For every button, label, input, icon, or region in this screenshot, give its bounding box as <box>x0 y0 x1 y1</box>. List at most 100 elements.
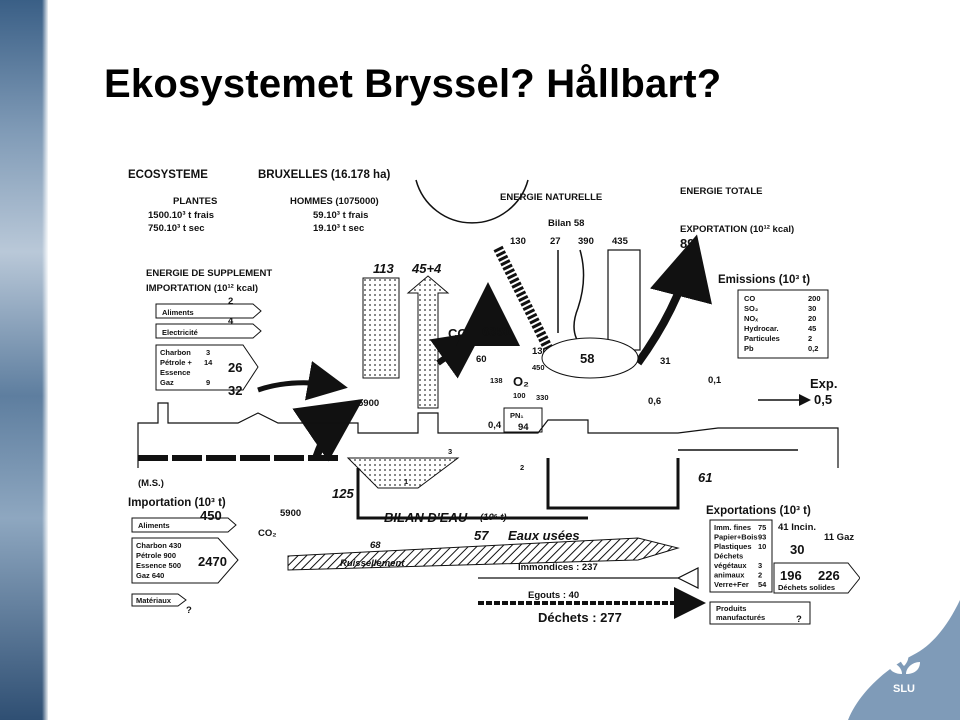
export-89: 89 <box>680 236 694 251</box>
water-basin <box>346 457 460 489</box>
exp-value: 0,5 <box>814 392 832 407</box>
export-226: 226 <box>818 568 840 583</box>
nat-390: 390 <box>578 236 594 247</box>
petrole-label: Pétrole + <box>160 358 193 367</box>
exportations-title: Exportations (10³ t) <box>706 505 811 517</box>
hommes-frais: 59.10³ t frais <box>313 210 368 221</box>
export-dechets-solides: Déchets solides <box>778 583 835 592</box>
export-row-name: Déchets <box>714 552 743 561</box>
ruissellement-label: Ruissellement <box>340 558 405 569</box>
charbon-label: Charbon <box>160 348 191 357</box>
supplement-title: ENERGIE DE SUPPLEMENT <box>146 268 272 279</box>
flow-100: 100 <box>513 391 526 400</box>
flow-5900: 5900 <box>358 398 379 409</box>
export-row-value: 93 <box>758 533 766 542</box>
importation-kcal: IMPORTATION (10¹² kcal) <box>146 283 258 294</box>
radiation-ladder <box>493 245 553 351</box>
produits-box <box>709 601 811 625</box>
flow-58: 58 <box>580 351 594 366</box>
import-gaz: Gaz 640 <box>136 571 164 580</box>
fuel-arrow <box>155 344 259 391</box>
export-row-value: 3 <box>758 561 762 570</box>
nat-wave-390 <box>573 249 585 349</box>
import-materiaux-arrow <box>131 593 187 607</box>
flow-138: 138 <box>490 376 503 385</box>
export-row-name: végétaux <box>714 561 747 570</box>
pn-box <box>503 407 543 433</box>
exp-label: Exp. <box>810 376 837 391</box>
export-row-value: 2 <box>758 571 762 580</box>
emission-value: 2 <box>808 334 812 343</box>
import-aliments-arrow <box>131 517 237 533</box>
export-196: 196 <box>780 568 802 583</box>
slu-text: SLU <box>893 683 915 695</box>
export-row-name: Papier+Bois <box>714 533 758 542</box>
flow-57: 57 <box>474 528 489 543</box>
import-petrole: Pétrole 900 <box>136 551 176 560</box>
energie-naturelle-title: ENERGIE NATURELLE <box>500 192 602 203</box>
plantes-frais: 1500.10³ t frais <box>148 210 214 221</box>
petrole-value: 14 <box>204 358 213 367</box>
exportation-label: EXPORTATION (10¹² kcal) <box>680 224 794 235</box>
charbon-value: 3 <box>206 348 210 357</box>
flow-450: 450 <box>532 363 545 372</box>
emission-name: Hydrocar. <box>744 324 779 333</box>
ruissellement-arrow <box>287 537 680 571</box>
import-charbon: Charbon 430 <box>136 541 181 550</box>
export-incin: 41 Incin. <box>778 522 816 533</box>
flow-6350: 6350 <box>482 324 511 339</box>
flow-61: 61 <box>698 470 712 485</box>
slide-title: Ekosystemet Bryssel? Hållbart? <box>104 62 722 106</box>
pn-label: PN₁ <box>510 411 524 420</box>
nat-435: 435 <box>612 236 629 247</box>
produits-q: ? <box>796 614 802 625</box>
flow-330: 330 <box>536 393 549 402</box>
leaf-left-icon <box>888 662 902 674</box>
nat-27: 27 <box>550 236 561 247</box>
export-row-name: Verre+Fer <box>714 580 749 589</box>
export-row-name: Imm. fines <box>714 523 751 532</box>
import-aliments-label: Aliments <box>138 521 170 530</box>
import-essence: Essence 500 <box>136 561 181 570</box>
flow-60: 60 <box>476 354 487 365</box>
electricite-value: 4 <box>228 316 234 327</box>
manufactures-label: manufacturés <box>716 613 765 622</box>
slu-logo: SLU <box>848 600 960 720</box>
decorative-side-strip <box>0 0 48 720</box>
flow-113: 113 <box>373 261 394 276</box>
export-row-name: animaux <box>714 571 745 580</box>
egouts-label: Egouts : 40 <box>528 590 579 601</box>
energie-totale-title: ENERGIE TOTALE <box>680 186 763 197</box>
export-row-value: 75 <box>758 523 766 532</box>
aliments-label: Aliments <box>162 308 194 317</box>
produits-label: Produits <box>716 604 746 613</box>
flow-0-4: 0,4 <box>488 420 502 431</box>
emissions-table <box>737 289 829 359</box>
flow-3: 3 <box>448 447 452 456</box>
import-co2-label: CO₂ <box>258 528 276 539</box>
bilan-unit: (10⁶ t) <box>480 512 507 523</box>
flow-1: 1 <box>404 477 408 486</box>
export-gaz: 11 Gaz <box>824 532 854 543</box>
ecosystem-diagram: ECOSYSTEME BRUXELLES (16.178 ha) PLANTES… <box>128 169 860 625</box>
flow-130: 130 <box>532 346 548 357</box>
electricite-label: Electricité <box>162 328 198 337</box>
water-pipe <box>356 468 588 520</box>
plantes-sec: 750.10³ t sec <box>148 223 205 234</box>
sewer-box <box>546 458 680 510</box>
nat-130: 130 <box>510 236 526 247</box>
emission-name: Pb <box>744 344 754 353</box>
nat-column-435 <box>607 249 641 351</box>
flow-2: 2 <box>520 463 524 472</box>
emission-value: 0,2 <box>808 344 818 353</box>
o2-label: O₂ <box>513 374 529 389</box>
aliments-arrow <box>155 303 262 319</box>
leaf-right-icon <box>906 662 920 674</box>
hommes-title: HOMMES (1075000) <box>290 196 379 207</box>
import-co2-value: 5900 <box>280 508 301 519</box>
ecosysteme-label: ECOSYSTEME <box>128 169 208 181</box>
emission-value: 200 <box>808 294 821 303</box>
gaz-value: 9 <box>206 378 210 387</box>
import-aliments-value: 450 <box>200 508 222 523</box>
emission-name: Particules <box>744 334 780 343</box>
